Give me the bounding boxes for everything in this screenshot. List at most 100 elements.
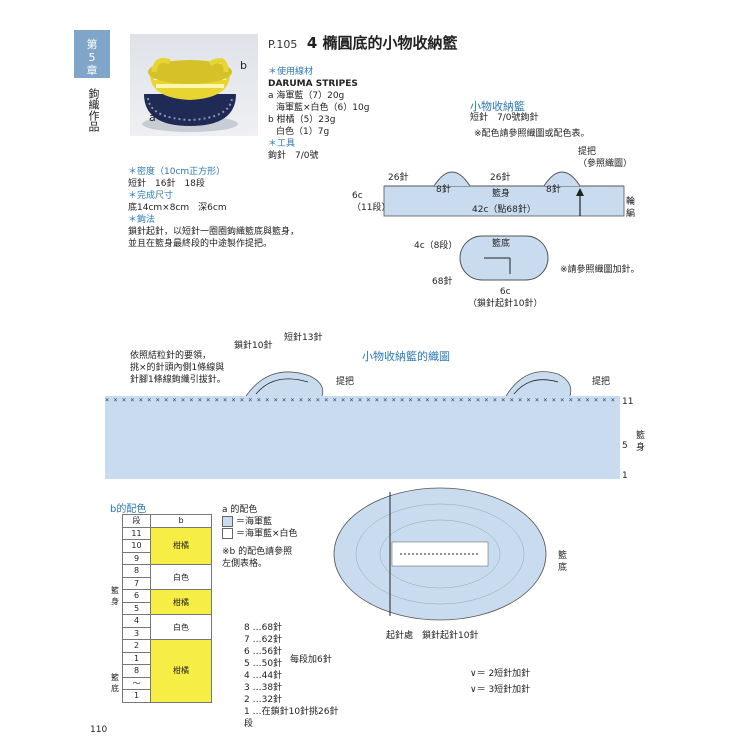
chapter-side-label: 鉤織作品 <box>87 88 100 132</box>
row-number: 8 <box>122 664 151 678</box>
material-b1: b 柑橘（5）23g <box>268 115 336 125</box>
row-number: 9 <box>122 551 151 565</box>
sch-handle: 提把 （參照織圖） <box>578 147 633 169</box>
head-b: b <box>150 514 212 528</box>
stitch-count-item: 4 …44針 <box>244 671 283 681</box>
method-line2: 並且在籃身最終段的中途製作提把。 <box>128 239 273 249</box>
schematic-drawing <box>383 171 625 281</box>
sch-8a: 8針 <box>436 185 451 195</box>
base-side-label: 籃底 <box>558 551 568 573</box>
row-color: 白色 <box>150 564 212 590</box>
head-row: 段 <box>122 514 151 528</box>
sch-8b: 8針 <box>546 185 561 195</box>
color-table-title: b的配色 <box>110 504 147 515</box>
chapter-tab-line2: 5 <box>88 51 96 64</box>
row-number: 5 <box>122 601 151 615</box>
method-line1: 鎖針起針，以短針一圈圈鉤織籃底與籃身， <box>128 227 300 237</box>
sch-join: 輪編 <box>626 197 636 219</box>
add-per-row: 每段加6針 <box>290 655 332 665</box>
start-label: 起針處 鎖針起針10針 <box>386 631 479 641</box>
chart-handle-b: 提把 <box>592 377 611 387</box>
page-ref: P.105 <box>268 38 298 51</box>
stitch-count-item: 8 …68針 <box>244 623 283 633</box>
handle-a-chart <box>245 371 324 397</box>
crochet-body-grid: × × × × × × × × × × × × × × × × × × × × … <box>105 396 620 479</box>
row-number: 4 <box>122 614 151 628</box>
symbol-2: ∨＝ 2短針加針 <box>470 669 531 679</box>
handle-b-chart <box>505 371 572 397</box>
basket-illustration <box>142 57 238 132</box>
chart-title: 小物收納籃的織圖 <box>362 350 450 363</box>
row-number: 8 <box>122 564 151 578</box>
legend-a: a 的配色 ＝海軍藍 ＝海軍藍×白色 ※b 的配色請參照 左側表格。 <box>222 504 298 570</box>
materials-heading: ＊使用線材 <box>268 67 314 77</box>
chapter-tab: 第 5 章 <box>74 30 110 78</box>
tools-value: 鉤針 7/0號 <box>268 151 319 161</box>
schematic-subtitle: 短針 7/0號鉤針 <box>470 113 539 123</box>
row-word: 段 <box>244 719 254 729</box>
increase-2-icon: ∨ <box>470 669 477 679</box>
sch-26b: 26針 <box>490 173 511 183</box>
row-number: 1 <box>122 689 151 703</box>
gauge-block: ＊密度（10cm正方形） 短針 16針 18段 ＊完成尺寸 底14cm×8cm … <box>128 166 299 250</box>
size-value: 底14cm×8cm 深6cm <box>128 203 227 213</box>
stitch-count-item: 1 …在鎖針10針挑26針 <box>244 707 339 717</box>
size-heading: ＊完成尺寸 <box>128 191 174 201</box>
sch-26a: 26針 <box>388 173 409 183</box>
photo-label-a: a <box>149 111 156 124</box>
legend-a-heading: a 的配色 <box>222 505 258 515</box>
sch-base-h: 4c（8段） <box>414 241 458 251</box>
mix-swatch <box>222 528 233 539</box>
legend-navy: ＝海軍藍 <box>236 517 273 527</box>
stitch-count-item: 2 …32針 <box>244 695 283 705</box>
gauge-heading: ＊密度（10cm正方形） <box>128 167 226 177</box>
sch-base-w: 6c （鎖針起針10針） <box>468 287 543 309</box>
material-a1: a 海軍藍（7）20g <box>268 91 345 101</box>
schematic-note: ※配色請參照織圖或配色表。 <box>474 129 590 139</box>
body-side-label: 籃身 <box>636 431 646 453</box>
stitch-count-item: 3 …38針 <box>244 683 283 693</box>
sch-42: 42c（點68針） <box>472 205 536 215</box>
row-number: 6 <box>122 589 151 603</box>
legend-mix: ＝海軍藍×白色 <box>236 529 298 539</box>
row-number: 2 <box>122 639 151 653</box>
chapter-tab-line3: 章 <box>86 64 98 77</box>
yarn-name: DARUMA STRIPES <box>268 79 358 89</box>
row-color: 柑橘 <box>150 526 212 565</box>
base-oval-chart <box>333 487 547 621</box>
title-text: 4 橢圓底的小物收納籃 <box>306 34 458 52</box>
legend-a-note: ※b 的配色請參照 左側表格。 <box>222 547 293 569</box>
tools-heading: ＊工具 <box>268 139 296 149</box>
body-row-label: 籃身 <box>111 585 119 606</box>
stitch-count-item: 6 …56針 <box>244 647 283 657</box>
chart-sc13: 短針13針 <box>284 333 323 343</box>
increase-3-icon: ∨ <box>470 685 477 695</box>
row-number: ～ <box>122 676 151 690</box>
stitch-count-item: 7 …62針 <box>244 635 283 645</box>
page-title: P.105 4 橢圓底的小物收納籃 <box>268 32 458 53</box>
row-number: 11 <box>122 526 151 540</box>
row-color: 柑橘 <box>150 589 212 615</box>
sch-note2: ※請參照織圖加針。 <box>560 265 640 275</box>
row-color: 柑橘 <box>150 639 212 703</box>
product-photo <box>130 34 258 136</box>
row-number: 10 <box>122 539 151 553</box>
row-label-5: 5 <box>622 441 628 451</box>
stitch-count-item: 5 …50針 <box>244 659 283 669</box>
photo-label-b: b <box>240 59 247 72</box>
row-number: 3 <box>122 626 151 640</box>
sch-base: 籃底 <box>492 239 511 249</box>
row-label-11: 11 <box>622 397 634 407</box>
gauge-value: 短針 16針 18段 <box>128 179 205 189</box>
row-number: 1 <box>122 651 151 665</box>
chart-note: 依照結粒針的要領， 挑×的針頭內側1條線與 針腳1條線鉤纖引拔針。 <box>130 351 226 385</box>
row-label-1: 1 <box>622 471 628 481</box>
sch-height: 6c （11段） <box>352 191 391 213</box>
row-color: 白色 <box>150 614 212 640</box>
chart-chain10: 鎖針10針 <box>234 341 273 351</box>
navy-swatch <box>222 516 233 527</box>
symbol-3: ∨＝ 3短針加針 <box>470 685 531 695</box>
sch-68: 68針 <box>432 277 453 287</box>
stitch-count-list: 8 …68針 7 …62針 6 …56針 5 …50針 4 …44針 3 …38針 2 …3… <box>244 622 339 718</box>
